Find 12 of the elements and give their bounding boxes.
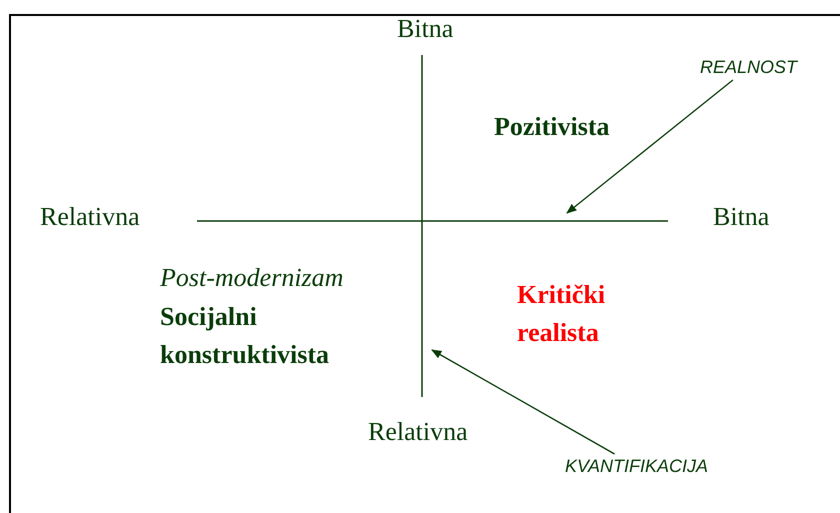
quadrant-label: Socijalni konstruktivista [160, 301, 330, 371]
quadrant-label: Kritički realista [517, 279, 606, 349]
axis-label: Bitna [713, 201, 770, 233]
annotation-text: KVANTIFIKACIJA [565, 456, 708, 477]
axis-label: Relativna [368, 416, 468, 448]
arrow [566, 80, 734, 214]
annotation-text: REALNOST [700, 57, 798, 78]
axis-label: Bitna [397, 13, 454, 45]
quadrant-label: Pozitivista [494, 111, 610, 143]
arrow [431, 349, 615, 455]
axis-label: Relativna [40, 201, 140, 233]
quadrant-label: Post-modernizam [160, 262, 344, 294]
